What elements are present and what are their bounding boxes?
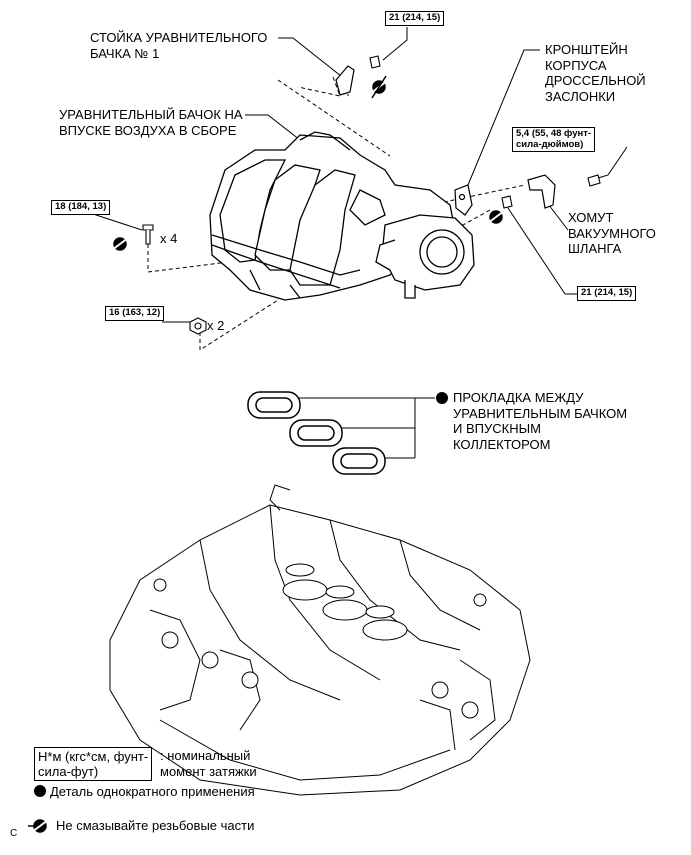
vacuum-clamp-illustration	[527, 174, 556, 209]
dashed-line-1	[277, 79, 391, 157]
torque-box-21-right: 21 (214, 15)	[577, 286, 637, 301]
leader-surge-tank	[245, 114, 301, 141]
bolt-18-head	[142, 224, 154, 231]
leader-throttle-bracket	[467, 49, 540, 186]
nut-16-hole	[194, 322, 202, 330]
gasket-illustration	[247, 391, 386, 475]
leader-torque-21-right	[507, 207, 578, 295]
dashed-line-2	[297, 76, 341, 97]
footer-code: C	[10, 828, 18, 839]
dashed-line-3	[147, 244, 246, 273]
single-use-dot-icon	[34, 785, 46, 797]
torque-box-top: 21 (214, 15)	[385, 11, 445, 26]
bolt-right	[501, 195, 513, 209]
legend-torque-unit: Н*м (кгс*см, фунт- сила-фут)	[34, 747, 153, 781]
label-throttle-bracket: КРОНШТЕЙН КОРПУСА ДРОССЕЛЬНОЙ ЗАСЛОНКИ	[545, 42, 646, 104]
bolt-mid	[587, 174, 601, 187]
torque-box-mid: 5,4 (55, 48 фунт- сила-дюймов)	[512, 127, 596, 152]
label-bracket-no1: СТОЙКА УРАВНИТЕЛЬНОГО БАЧКА № 1	[90, 30, 268, 61]
leader-torque-mid	[597, 146, 628, 179]
no-lubricate-icon	[369, 75, 389, 99]
leader-torque-top	[382, 27, 408, 61]
torque-box-16: 16 (163, 12)	[105, 306, 165, 321]
throttle-bracket-illustration	[454, 184, 473, 216]
throttle-body-illustration	[375, 214, 475, 299]
legend-no-grease: Не смазывайте резьбовые части	[56, 818, 255, 833]
quantity-x2: x 2	[207, 318, 225, 333]
bracket-no1-illustration	[335, 65, 355, 96]
label-vacuum-clamp: ХОМУТ ВАКУУМНОГО ШЛАНГА	[568, 210, 656, 256]
single-use-dot-icon	[436, 392, 448, 404]
label-gasket: ПРОКЛАДКА МЕЖДУ УРАВНИТЕЛЬНЫМ БАЧКОМ И В…	[453, 390, 628, 452]
legend-single-use: Деталь однократного применения	[50, 784, 255, 799]
bolt-top	[369, 55, 381, 69]
leader-gasket	[298, 397, 435, 459]
leader-bracket-no1	[278, 37, 347, 81]
torque-box-18: 18 (184, 13)	[51, 200, 111, 215]
label-surge-tank: УРАВНИТЕЛЬНЫЙ БАЧОК НА ВПУСКЕ ВОЗДУХА В …	[59, 107, 243, 138]
no-lubricate-icon	[28, 819, 49, 833]
quantity-x4: x 4	[160, 231, 178, 246]
leader-torque-18	[89, 212, 143, 231]
bolt-18-shank	[145, 230, 151, 245]
no-lubricate-icon	[487, 210, 505, 224]
legend-torque-desc: : номинальный момент затяжки	[160, 748, 257, 779]
no-lubricate-icon	[111, 237, 129, 251]
